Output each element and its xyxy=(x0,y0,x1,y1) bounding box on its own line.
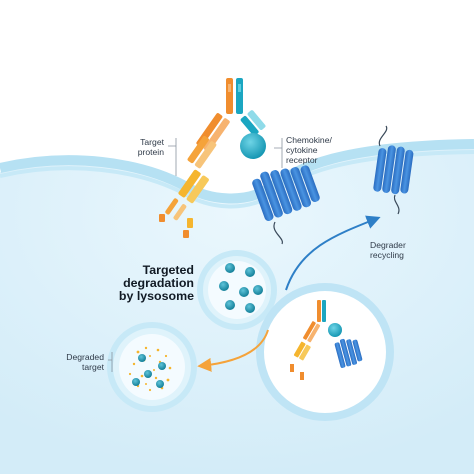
label-target-protein: Target protein xyxy=(137,137,164,157)
label-brackets xyxy=(108,138,283,372)
degradation-arrow xyxy=(197,329,269,372)
label-receptor: Chemokine/ cytokine receptor xyxy=(286,135,332,165)
label-degraded-target: Degraded target xyxy=(66,352,104,372)
label-degrader-recycling: Degrader recycling xyxy=(370,240,406,260)
cell-membrane xyxy=(0,139,474,204)
recycled-receptor-icon xyxy=(373,125,414,215)
endosome-icon xyxy=(256,283,394,421)
chemokine-receptor-icon xyxy=(252,165,320,245)
recycling-arrow xyxy=(285,215,381,291)
label-targeted-degradation: Targeted degradation by lysosome xyxy=(118,263,194,304)
lysosome-icon xyxy=(197,250,277,330)
target-protein-icon xyxy=(159,136,217,238)
degraded-vesicle-icon xyxy=(107,322,197,412)
cell-membrane-inner xyxy=(0,150,474,209)
antibody-degrader-icon xyxy=(196,78,266,159)
